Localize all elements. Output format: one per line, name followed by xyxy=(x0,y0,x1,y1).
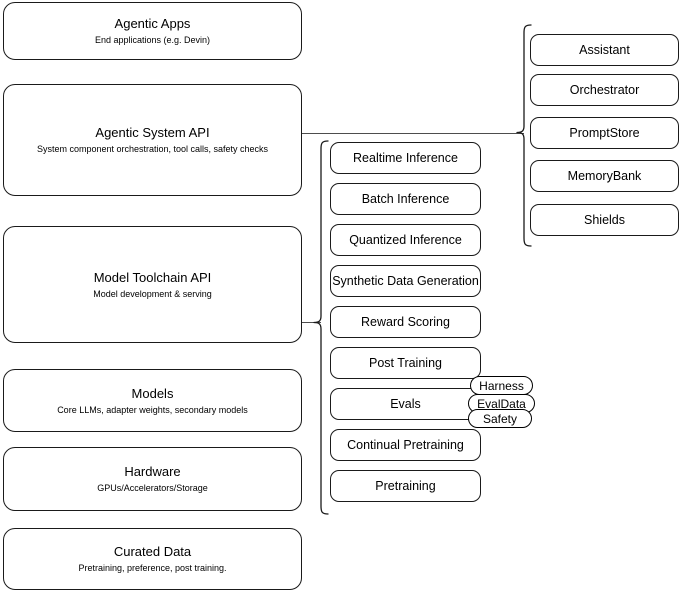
capability-label: Quantized Inference xyxy=(349,233,462,247)
capability-label: Synthetic Data Generation xyxy=(332,274,479,288)
brace-toolchain-capabilities xyxy=(313,140,329,515)
capability-label: Post Training xyxy=(369,356,442,370)
layer-title: Models xyxy=(131,385,174,401)
capability-pretraining[interactable]: Pretraining xyxy=(330,470,481,502)
evals-subcomponent-safety[interactable]: Safety xyxy=(468,409,532,428)
component-label: Orchestrator xyxy=(569,83,640,97)
layer-subtitle: End applications (e.g. Devin) xyxy=(94,35,211,45)
capability-evals[interactable]: Evals xyxy=(330,388,481,420)
capability-realtime-inference[interactable]: Realtime Inference xyxy=(330,142,481,174)
capability-label: Reward Scoring xyxy=(361,315,450,329)
capability-batch-inference[interactable]: Batch Inference xyxy=(330,183,481,215)
component-label: Assistant xyxy=(579,43,630,57)
system-component-promptstore[interactable]: PromptStore xyxy=(530,117,679,149)
layer-subtitle: GPUs/Accelerators/Storage xyxy=(97,483,208,493)
layer-subtitle: Core LLMs, adapter weights, secondary mo… xyxy=(57,404,248,415)
layer-subtitle: Pretraining, preference, post training. xyxy=(78,563,227,573)
layer-box-hardware[interactable]: Hardware GPUs/Accelerators/Storage xyxy=(3,447,302,511)
capability-synthetic-data-generation[interactable]: Synthetic Data Generation xyxy=(330,265,481,297)
capability-label: Realtime Inference xyxy=(353,151,458,165)
capability-label: Evals xyxy=(390,397,421,411)
layer-box-agentic-apps[interactable]: Agentic Apps End applications (e.g. Devi… xyxy=(3,2,302,60)
layer-title: Hardware xyxy=(124,464,181,479)
component-label: MemoryBank xyxy=(567,169,642,183)
layer-title: Model Toolchain API xyxy=(93,269,212,285)
capability-post-training[interactable]: Post Training xyxy=(330,347,481,379)
system-component-assistant[interactable]: Assistant xyxy=(530,34,679,66)
capability-reward-scoring[interactable]: Reward Scoring xyxy=(330,306,481,338)
layer-box-agentic-system-api[interactable]: Agentic System API System component orch… xyxy=(3,84,302,196)
layer-box-curated-data[interactable]: Curated Data Pretraining, preference, po… xyxy=(3,528,302,590)
system-component-memorybank[interactable]: MemoryBank xyxy=(530,160,679,192)
capability-label: Continual Pretraining xyxy=(347,438,464,452)
layer-subtitle: System component orchestration, tool cal… xyxy=(36,144,269,154)
pill-label: Harness xyxy=(479,378,524,393)
pill-label: Safety xyxy=(482,411,518,426)
pill-label: EvalData xyxy=(477,396,526,411)
connector-system-api-to-components xyxy=(302,133,524,134)
component-label: Shields xyxy=(584,213,625,227)
capability-label: Batch Inference xyxy=(361,192,450,206)
capability-continual-pretraining[interactable]: Continual Pretraining xyxy=(330,429,481,461)
brace-system-components xyxy=(516,24,532,247)
component-label: PromptStore xyxy=(569,126,640,140)
connector-toolchain-to-capabilities xyxy=(302,322,321,323)
layer-box-models[interactable]: Models Core LLMs, adapter weights, secon… xyxy=(3,369,302,432)
layer-title: Agentic System API xyxy=(95,125,210,140)
layer-subtitle: Model development & serving xyxy=(93,288,212,299)
capability-quantized-inference[interactable]: Quantized Inference xyxy=(330,224,481,256)
layer-box-model-toolchain-api[interactable]: Model Toolchain API Model development & … xyxy=(3,226,302,343)
layer-title: Agentic Apps xyxy=(114,16,191,31)
layer-title: Curated Data xyxy=(113,544,192,559)
system-component-orchestrator[interactable]: Orchestrator xyxy=(530,74,679,106)
evals-subcomponent-harness[interactable]: Harness xyxy=(470,376,533,395)
system-component-shields[interactable]: Shields xyxy=(530,204,679,236)
capability-label: Pretraining xyxy=(375,479,436,493)
